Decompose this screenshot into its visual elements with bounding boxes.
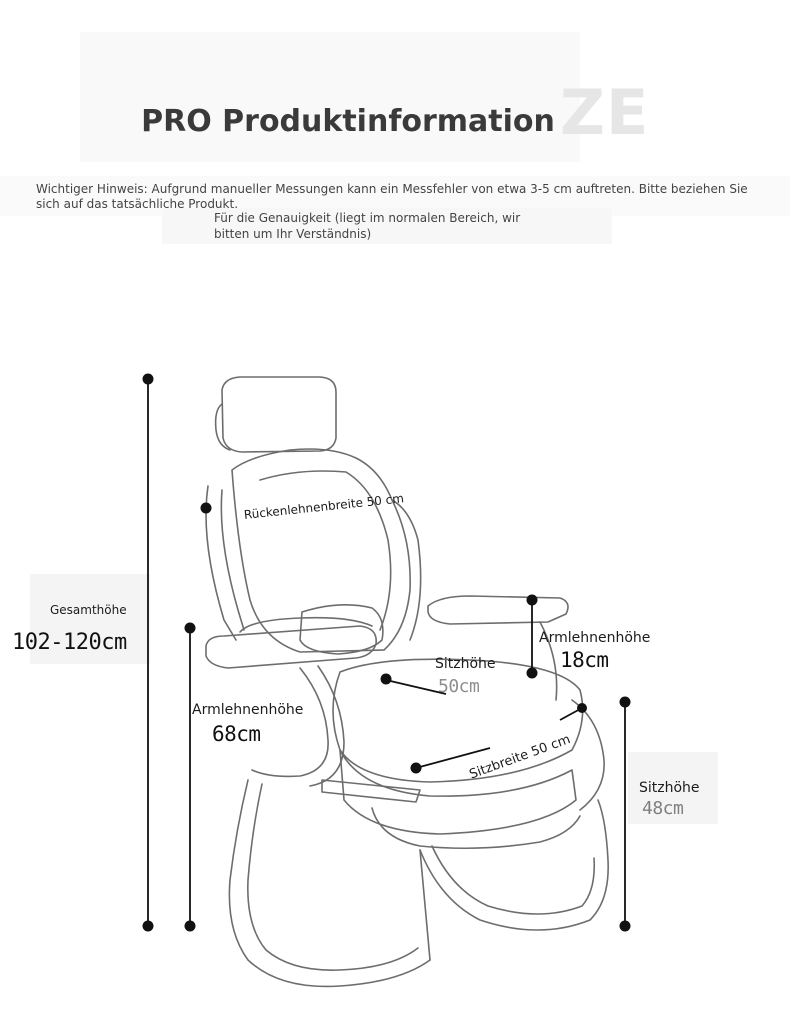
total-height-value: 102-120cm (12, 630, 127, 655)
armrest-height-right-value: 18cm (560, 648, 609, 672)
measurement-lines (147, 379, 626, 926)
armrest-height-right-label: Armlehnenhöhe (539, 630, 651, 646)
seat-height-top-line (385, 679, 447, 695)
dot-arm-left-top (184, 622, 196, 634)
dot-seat-right-top (619, 696, 631, 708)
dot-arm-left-bottom (184, 920, 196, 932)
measurement-dots (142, 373, 631, 932)
dot-total-top (142, 373, 154, 385)
dot-seat-width-left (410, 762, 422, 774)
seat-height-top-value: 50cm (438, 676, 480, 697)
dot-arm-right-bottom (526, 667, 538, 679)
armrest-height-left-label: Armlehnenhöhe (192, 702, 304, 718)
headrest (221, 376, 337, 453)
seat-height-right-label: Sitzhöhe (639, 780, 700, 796)
page-title: PRO Produktinformation (141, 104, 555, 139)
base-front-leg (228, 779, 431, 988)
back-frame-inner (220, 489, 245, 631)
backrest (231, 448, 411, 653)
base-side-rail (419, 849, 431, 961)
base-front-leg-inner (247, 783, 419, 971)
label-background-right (628, 752, 718, 824)
dot-seat-top (380, 673, 392, 685)
seat-front (339, 749, 577, 835)
note2-background (162, 208, 612, 244)
backrest-inner (259, 470, 392, 631)
dot-backrest-left (200, 502, 212, 514)
armrest-height-left-value: 68cm (212, 722, 261, 746)
chair-outline (205, 376, 609, 988)
dot-total-bottom (142, 920, 154, 932)
measurement-notice: Wichtiger Hinweis: Aufgrund manueller Me… (36, 182, 748, 211)
right-armrest-support (539, 621, 558, 701)
backrest-right (391, 499, 422, 641)
right-armrest-pad (427, 595, 569, 625)
left-armrest-top (239, 616, 373, 633)
base-back-leg-inner (431, 845, 596, 915)
seat-plate (321, 779, 421, 803)
seat-height-top-label: Sitzhöhe (435, 656, 496, 672)
left-armrest-support (251, 667, 329, 778)
total-height-label: Gesamthöhe (50, 603, 127, 617)
dot-seat-right-bottom (619, 920, 631, 932)
accuracy-notice: Für die Genauigkeit (liegt im normalen B… (214, 211, 521, 241)
seat-height-right-value: 48cm (642, 798, 684, 819)
lumbar-pillow (299, 604, 384, 655)
left-armrest-support-inner (309, 665, 345, 787)
seat-width-line (415, 747, 491, 769)
back-frame (205, 485, 237, 641)
label-background-left (30, 574, 150, 664)
title-background (80, 32, 580, 162)
seat-mechanism (371, 807, 581, 850)
headrest-side (214, 403, 231, 451)
title-ghost-text: ZE (560, 76, 650, 149)
left-armrest-pad (205, 625, 377, 669)
base-back-leg (419, 799, 609, 931)
seat-side (571, 699, 605, 811)
dot-arm-right-top (526, 594, 538, 606)
dot-seat-width-right (577, 703, 587, 713)
